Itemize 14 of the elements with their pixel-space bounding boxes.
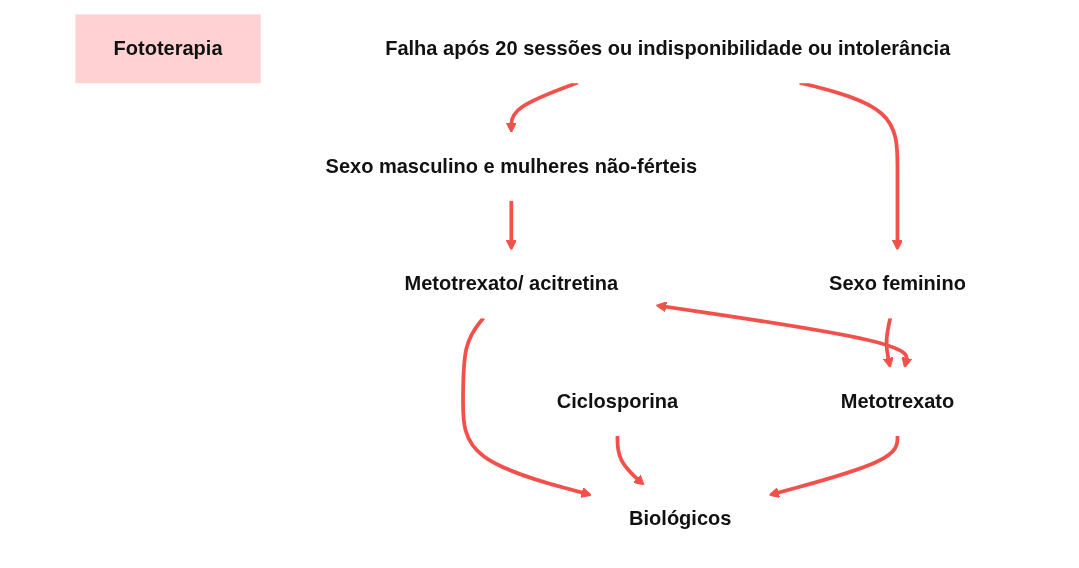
arrow	[505, 200, 517, 251]
node-text: Falha após 20 sessões ou indisponibilidade ou intolerância	[384, 37, 951, 59]
arrow	[460, 316, 592, 498]
node-text: Metotrexato/ acitretina	[404, 272, 618, 294]
node-text: Ciclosporina	[556, 390, 678, 412]
arrow	[615, 435, 645, 486]
arrow	[655, 301, 912, 369]
node-text: Biológicos	[628, 507, 732, 530]
arrow	[882, 317, 894, 369]
node-text: Sexo feminino	[828, 272, 966, 294]
node-text: Metotrexato	[840, 390, 954, 412]
node-text: Sexo masculino e mulheres não-férteis	[325, 155, 697, 177]
arrow	[768, 435, 900, 498]
node-box: Fototerapia	[75, 14, 261, 84]
